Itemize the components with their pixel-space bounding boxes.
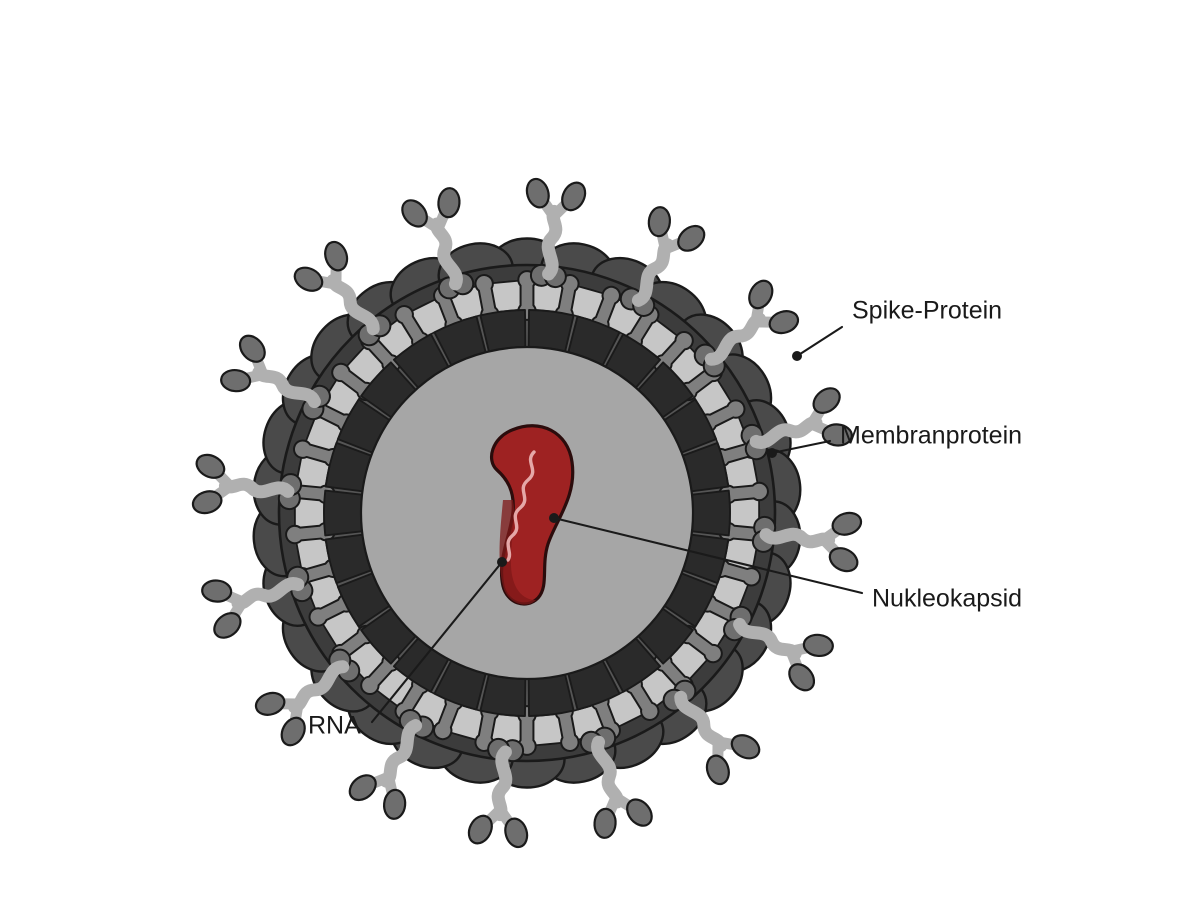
spike-protein <box>723 605 834 692</box>
spike-head-lobe <box>504 817 529 849</box>
spike-protein <box>740 387 853 461</box>
spike-head-lobe <box>802 633 834 658</box>
inner-segment <box>323 489 363 537</box>
spike-head-lobe <box>647 206 672 238</box>
nucleocapsid-shading <box>499 500 536 605</box>
spike-head-lobe <box>831 511 863 536</box>
label-nukleokapsid: Nukleokapsid <box>549 513 1022 613</box>
spike-protein <box>525 177 587 289</box>
spike-head-lobe <box>768 310 800 335</box>
spike-head-lobe <box>220 368 252 393</box>
spike-protein <box>201 565 314 639</box>
spike-head-lobe <box>525 177 550 209</box>
spike-head-lobe <box>201 579 233 603</box>
spike-protein <box>293 240 392 347</box>
spike-head-lobe <box>401 199 428 228</box>
spike-head-lobe <box>593 807 617 839</box>
spike-head-lobe <box>748 279 774 310</box>
spike-protein <box>191 453 303 515</box>
spike-head-lobe <box>788 663 816 692</box>
spike-head-lobe <box>382 788 407 820</box>
label-rna: RNA <box>308 557 507 740</box>
leader-dot <box>497 557 507 567</box>
label-text: Nukleokapsid <box>872 585 1022 613</box>
label-text: Membranprotein <box>840 422 1022 450</box>
spike-head-lobe <box>324 240 349 272</box>
spike-head-lobe <box>293 266 324 292</box>
leader-line <box>795 325 844 358</box>
inner-segment <box>527 309 575 353</box>
inner-segment <box>479 309 527 353</box>
spike-proteins <box>191 177 863 849</box>
spike-head-lobe <box>467 814 493 845</box>
spike-head-lobe <box>280 716 306 747</box>
leader-dot <box>549 513 559 523</box>
spike-protein <box>401 187 475 300</box>
spike-head-lobe <box>626 798 653 827</box>
spike-protein <box>579 726 653 839</box>
leader-dot <box>767 448 777 458</box>
spike-protein <box>348 709 435 820</box>
label-text: Spike-Protein <box>852 297 1002 325</box>
spike-protein <box>751 511 863 573</box>
spike-head-lobe <box>677 224 706 252</box>
rna-strand <box>506 450 536 562</box>
spike-head-lobe <box>828 547 859 573</box>
leader-line <box>552 516 864 595</box>
inner-segment <box>691 489 731 537</box>
spike-head-lobe <box>705 754 730 786</box>
spike-protein <box>220 334 331 421</box>
spike-protein <box>254 648 361 747</box>
spike-head-lobe <box>195 453 226 479</box>
leader-dot <box>792 351 802 361</box>
leader-line <box>370 560 504 724</box>
spike-protein <box>467 737 529 849</box>
spike-head-lobe <box>191 490 223 515</box>
spike-head-lobe <box>561 181 587 212</box>
spike-head-lobe <box>238 334 266 363</box>
label-membranprotein: Membranprotein <box>767 422 1022 458</box>
inner-segment <box>479 673 527 717</box>
inner-segment <box>527 673 575 717</box>
label-annotations: Spike-ProteinMembranproteinNukleokapsidR… <box>308 297 1022 740</box>
spike-head-lobe <box>730 734 761 760</box>
spike-protein <box>662 679 761 786</box>
spike-head-lobe <box>213 612 242 639</box>
spike-protein <box>693 279 800 378</box>
label-text: RNA <box>308 712 361 740</box>
spike-protein <box>619 206 706 317</box>
spike-head-lobe <box>348 774 377 802</box>
nucleocapsid-shape <box>490 424 575 606</box>
label-spike-protein: Spike-Protein <box>792 297 1002 361</box>
virus-particle <box>191 177 863 849</box>
spike-head-lobe <box>437 187 461 219</box>
leader-line <box>770 439 832 455</box>
spike-head-lobe <box>812 387 841 414</box>
spike-head-lobe <box>254 691 286 716</box>
